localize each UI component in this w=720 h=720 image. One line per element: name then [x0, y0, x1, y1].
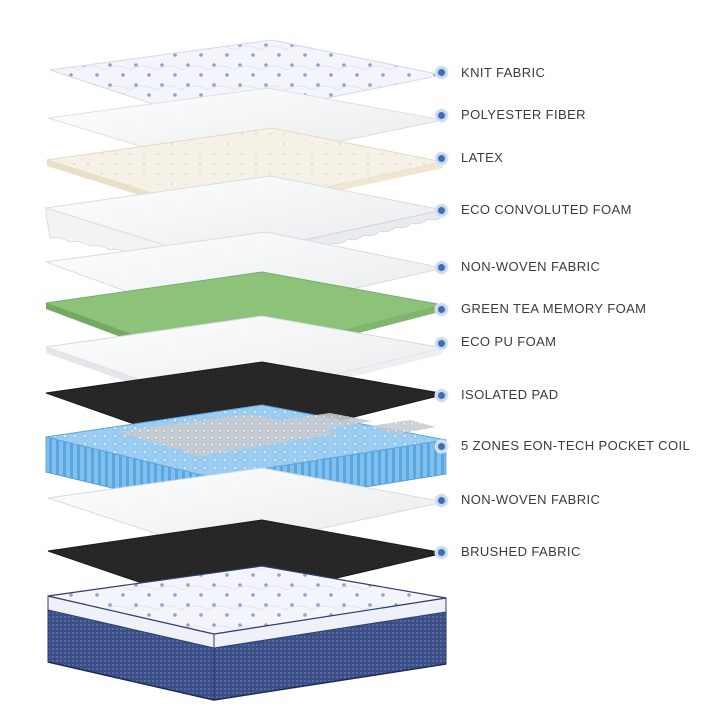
bullet-dot-icon [438, 112, 445, 119]
label-knit-fabric: KNIT FABRIC [461, 65, 546, 80]
bullet-dot-icon [438, 392, 445, 399]
bullet-dot-icon [438, 155, 445, 162]
pocket-coil-zone-foot [370, 420, 436, 434]
bullet-dot-icon [438, 340, 445, 347]
label-non-woven-fabric-1: NON-WOVEN FABRIC [461, 259, 601, 274]
label-brushed-fabric: BRUSHED FABRIC [461, 544, 581, 559]
bullet-dot-icon [438, 497, 445, 504]
pocket-coil-zone-center [118, 414, 340, 456]
bullet-dot-icon [438, 306, 445, 313]
bullet-dot-icon [438, 264, 445, 271]
label-green-tea-memory-foam: GREEN TEA MEMORY FOAM [461, 301, 647, 316]
label-non-woven-fabric-2: NON-WOVEN FABRIC [461, 492, 601, 507]
assembled-mattress [47, 565, 447, 701]
label-eco-convoluted-foam: ECO CONVOLUTED FOAM [461, 202, 632, 217]
pocket-coil-zone-head [282, 413, 372, 430]
bullet-dot-icon [438, 207, 445, 214]
mattress-quilted-top [47, 565, 447, 635]
label-isolated-pad: ISOLATED PAD [461, 387, 559, 402]
label-pocket-coil: 5 ZONES EON-TECH POCKET COIL [461, 438, 691, 453]
label-polyester-fiber: POLYESTER FIBER [461, 107, 586, 122]
bullet-dot-icon [438, 443, 445, 450]
label-eco-pu-foam: ECO PU FOAM [461, 334, 557, 349]
label-latex: LATEX [461, 150, 504, 165]
bullet-dot-icon [438, 549, 445, 556]
bullet-dot-icon [438, 69, 445, 76]
